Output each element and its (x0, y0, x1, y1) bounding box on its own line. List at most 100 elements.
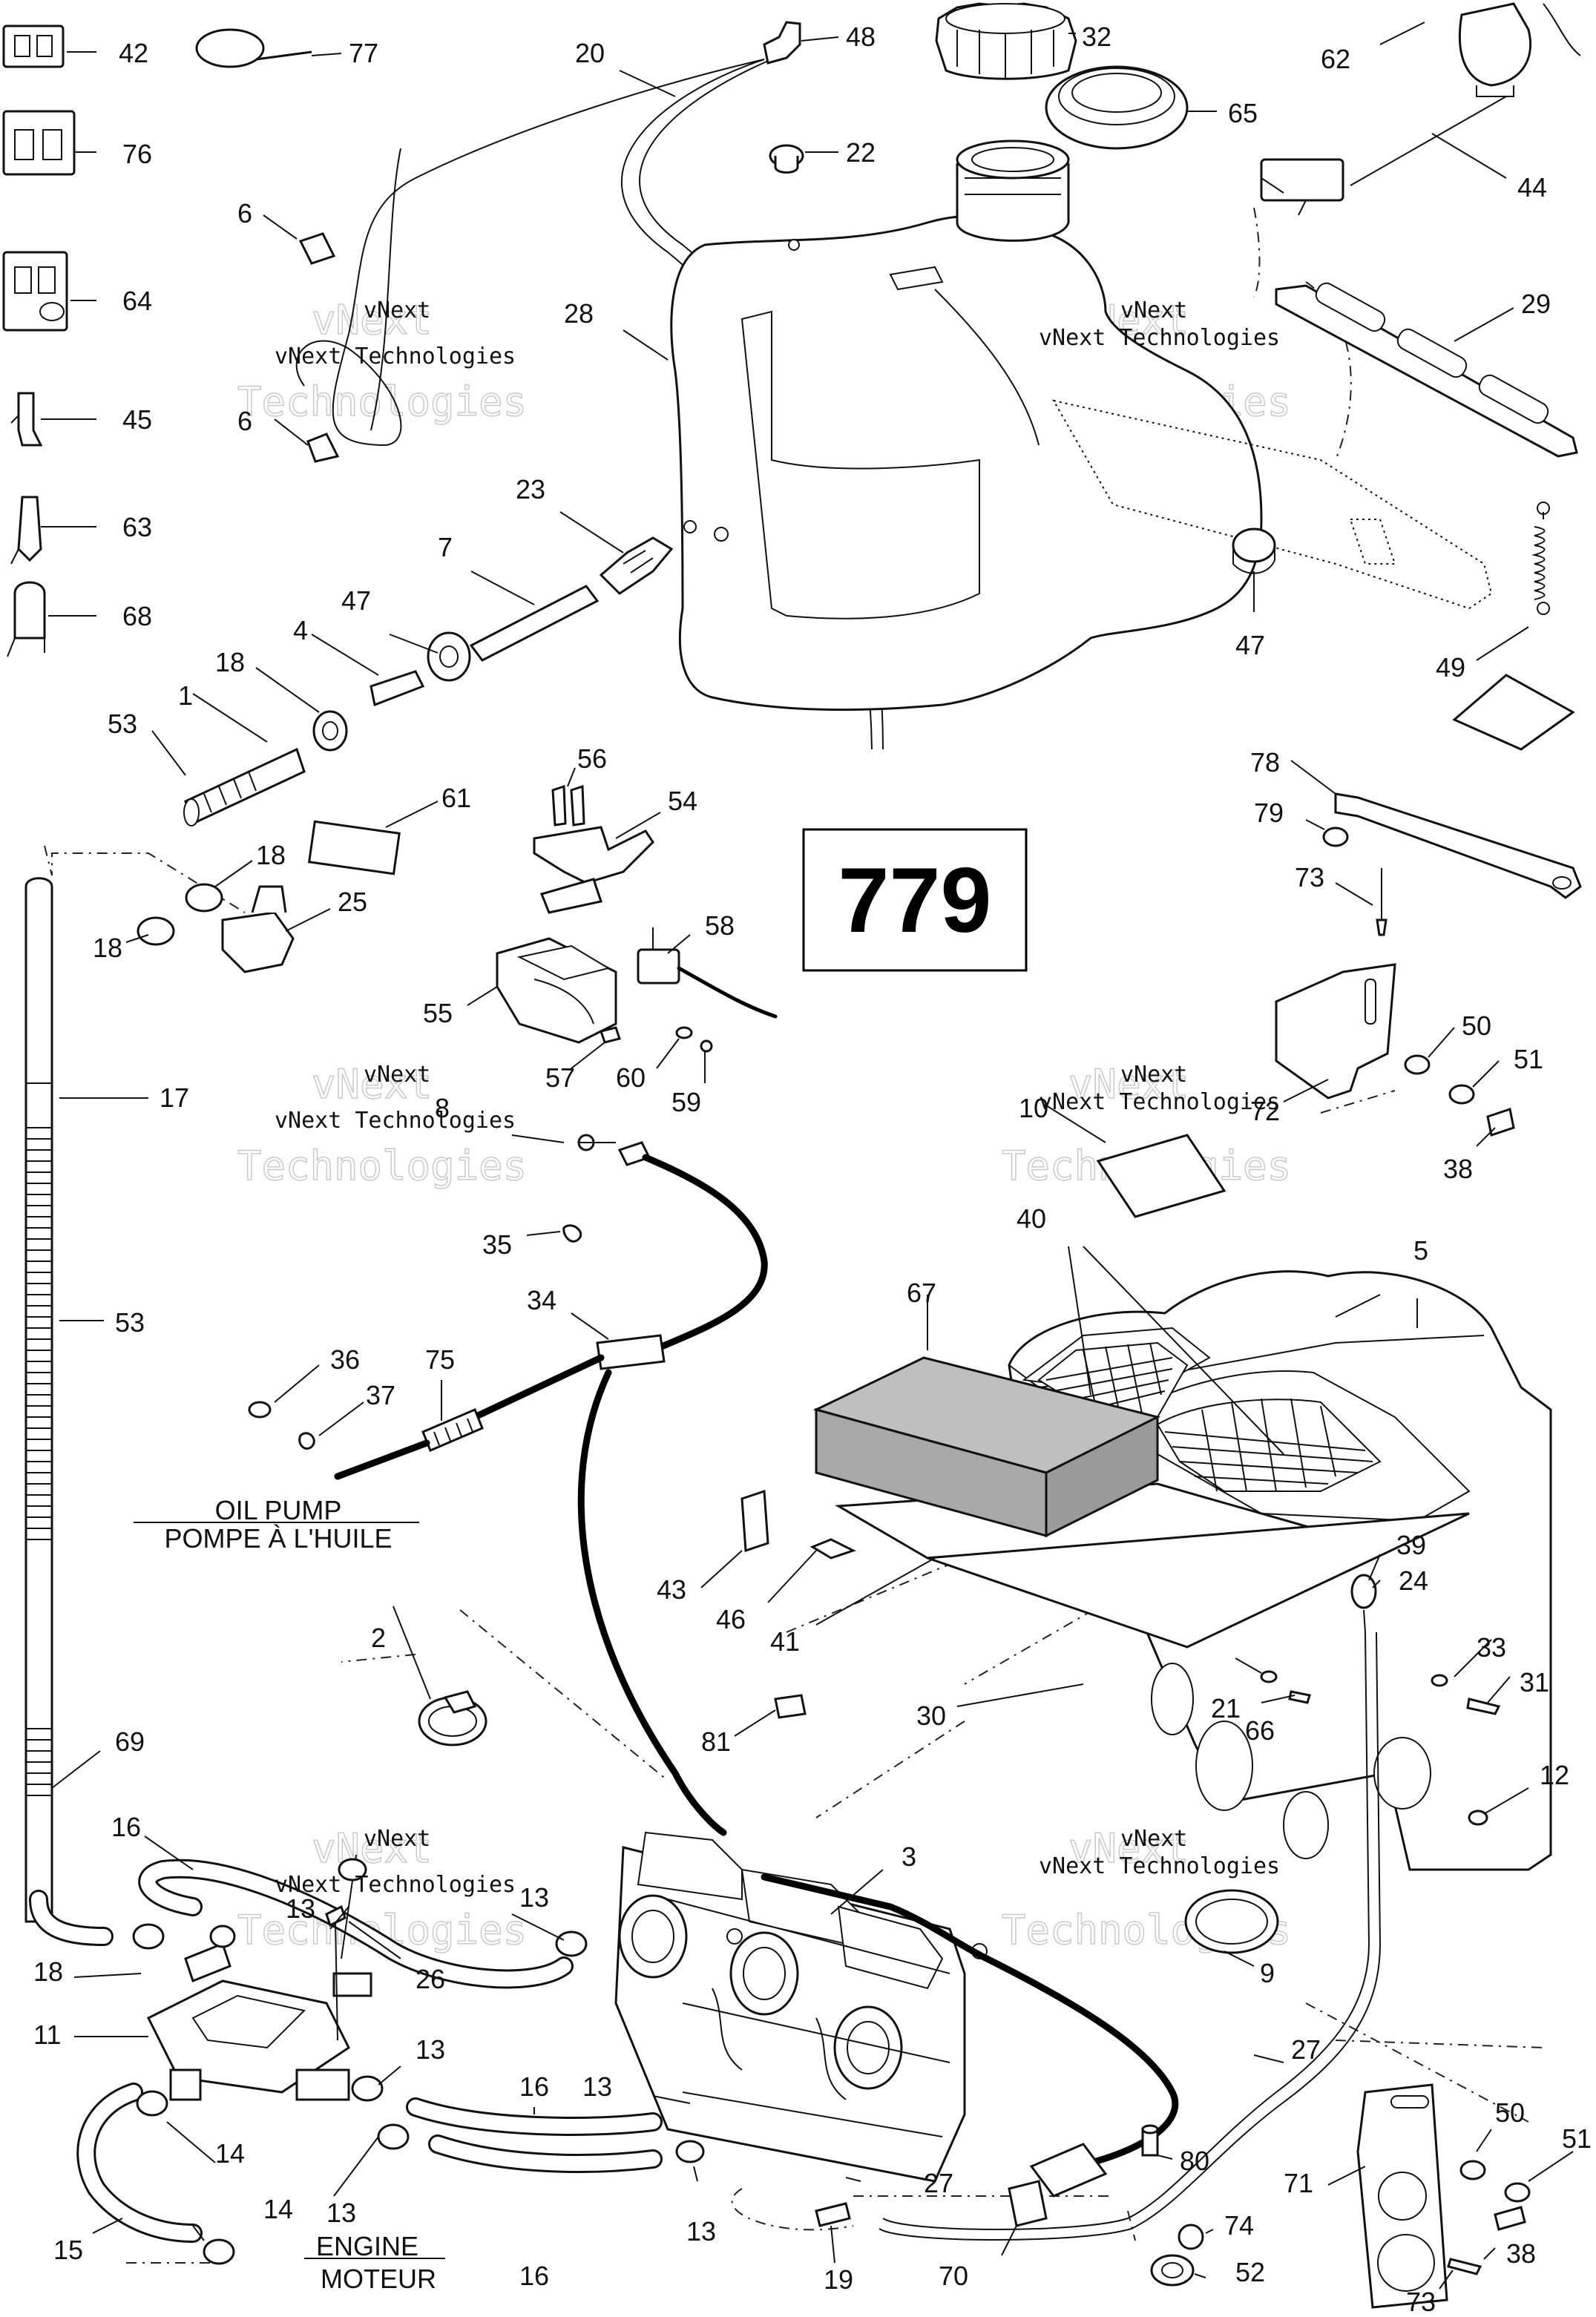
washer-50b (1459, 2160, 1486, 2180)
tee-19 (815, 2202, 851, 2227)
rubber-mount-47-right (1232, 528, 1276, 574)
callout-label: 27 (1291, 2034, 1321, 2065)
air-filter-67 (812, 1356, 1161, 1538)
callout-label: 31 (1520, 1667, 1549, 1698)
clip-6-upper (298, 232, 336, 265)
callout-label: 15 (53, 2235, 83, 2265)
callout-label: 50 (1462, 1010, 1491, 1041)
callout-label: 67 (907, 1278, 936, 1308)
callout-label: 64 (122, 286, 152, 316)
callout-label: 74 (1224, 2210, 1254, 2241)
hoses-16 (76, 1858, 663, 2243)
callout-label: 59 (671, 1087, 701, 1117)
callout-label: 38 (1443, 1154, 1473, 1184)
callout-label: 42 (119, 38, 148, 68)
spring-49 (1531, 502, 1550, 615)
bracket-71 (1356, 2083, 1531, 2309)
clip-63 (10, 496, 42, 565)
callout-label: 78 (1250, 747, 1280, 778)
elbow-fitting-48 (763, 21, 801, 65)
callout-label: 23 (516, 474, 545, 505)
connector-64 (2, 251, 68, 332)
fuel-hose-17 (24, 877, 114, 1946)
terminal-45 (10, 392, 43, 447)
watermark-text: vNext Technologies (275, 1872, 516, 1898)
watermark-outline: vNext (312, 1061, 433, 1108)
callout-label: 60 (616, 1062, 646, 1093)
callout-label: 56 (577, 743, 607, 774)
callout-label: 72 (1250, 1096, 1280, 1126)
spring-75 (421, 1408, 484, 1452)
callout-label: 16 (519, 2261, 549, 2291)
callout-label: 16 (111, 1812, 141, 1842)
watermark-text: vNext Technologies (1039, 1853, 1280, 1879)
fuel-sender-62 (1260, 2, 1581, 216)
assembly-centerlines (44, 207, 1544, 2264)
connector-parts (2, 24, 340, 657)
carburetor-3 (614, 1831, 988, 2183)
callout-label: 39 (1396, 1530, 1426, 1560)
callout-label: 13 (326, 2198, 356, 2228)
callout-label: 47 (1235, 630, 1265, 660)
callout-label: 43 (657, 1574, 686, 1605)
callout-label: 52 (1235, 2257, 1265, 2287)
cap-79 (1322, 826, 1349, 847)
callout-label: 24 (1399, 1565, 1428, 1596)
watermark-outline: vNext (1068, 1061, 1189, 1108)
callout-label: 37 (366, 1380, 395, 1410)
watermark-text: vNext (1120, 298, 1187, 323)
callout-label: 28 (564, 298, 594, 329)
callout-label: 14 (263, 2194, 293, 2224)
grommet-39 (1350, 1574, 1377, 1609)
fitting-4 (370, 670, 425, 707)
washer-36 (248, 1401, 272, 1419)
callout-label: 11 (33, 2019, 61, 2050)
callout-label: 13 (286, 1893, 315, 1924)
callout-label: 27 (924, 2168, 953, 2198)
callouts: 42 76 64 45 63 68 77 6 6 20 48 22 32 65 … (33, 22, 1592, 2317)
base-plate-30 (927, 1512, 1470, 1649)
watermark-text: vNext (1120, 1826, 1187, 1852)
engine-caption-fr: MOTEUR (321, 2264, 436, 2294)
callout-label: 32 (1082, 22, 1111, 52)
callout-label: 14 (215, 2138, 245, 2169)
callout-label: 53 (115, 1307, 145, 1338)
mounting-brackets-right (1275, 792, 1582, 1137)
screw-31 (1466, 1698, 1501, 1715)
grommet-12 (1468, 1810, 1488, 1826)
watermark-outline: vNext (312, 297, 433, 344)
callout-label: 18 (93, 933, 122, 963)
callout-label: 13 (416, 2034, 445, 2065)
oil-pump-cable (248, 1134, 768, 1836)
callout-label: 53 (108, 709, 137, 739)
callout-label: 65 (1228, 98, 1258, 128)
callout-label: 13 (519, 1882, 549, 1913)
watermark-text: vNext Technologies (1039, 1089, 1280, 1115)
washer-21 (1260, 1670, 1278, 1683)
callout-label: 26 (416, 1964, 445, 1994)
throttle-housing-parts (307, 784, 654, 914)
callout-label: 55 (423, 998, 453, 1028)
callout-label: 33 (1477, 1632, 1506, 1663)
captions: OIL PUMP POMPE À L'HUILE ENGINE MOTEUR (134, 1495, 445, 2294)
seal-65 (1045, 65, 1189, 150)
callout-label: 40 (1017, 1203, 1046, 1234)
callout-label: 41 (770, 1626, 800, 1657)
washer-51a (1448, 1084, 1475, 1105)
oil-pump-caption-fr: POMPE À L'HUILE (165, 1523, 393, 1554)
callout-label: 70 (939, 2261, 968, 2291)
bracket-72 (1275, 963, 1396, 1100)
watermark-text: vNext (364, 298, 430, 323)
callout-label: 79 (1254, 798, 1284, 828)
washer-60-screw-59 (675, 1026, 713, 1053)
clip-6-lower (306, 433, 340, 463)
clip-68 (7, 581, 46, 657)
callout-label: 34 (527, 1285, 556, 1315)
clamp-2 (418, 1690, 487, 1746)
junction-34 (596, 1334, 666, 1370)
callout-label: 1 (178, 680, 193, 711)
watermark-text: vNext (1120, 1062, 1187, 1088)
callout-label: 13 (582, 2071, 612, 2102)
callout-label: 3 (902, 1841, 916, 1872)
